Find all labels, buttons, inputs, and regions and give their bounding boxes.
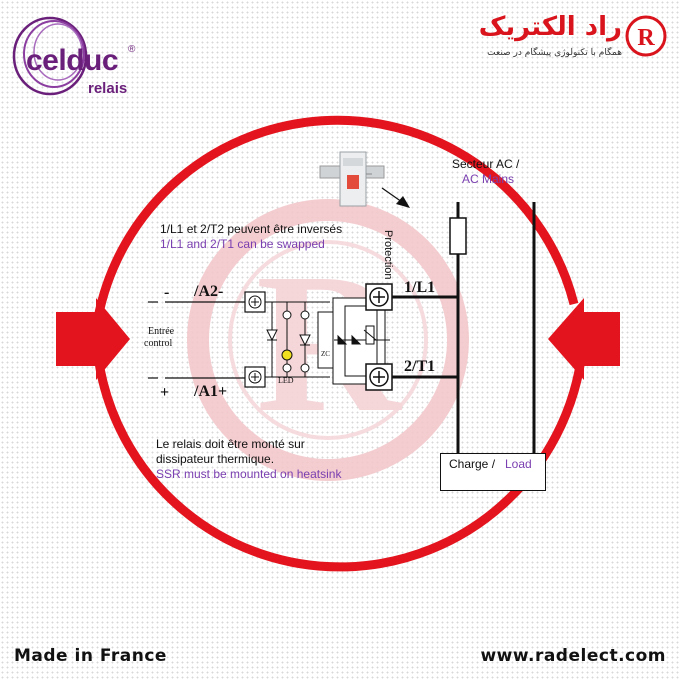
terminal-t1 <box>365 363 393 391</box>
swap-note-fr: 1/L1 et 2/T2 peuvent être inversés <box>160 222 343 236</box>
mains-label-fr: Secteur AC / <box>452 157 520 171</box>
celduc-wordmark: celduc <box>26 44 119 77</box>
terminal-a2-label: /A2- <box>194 283 224 300</box>
terminal-l1-label: 1/L1 <box>404 279 436 296</box>
load-label-fr: Charge / <box>449 457 496 471</box>
terminal-a1 <box>244 366 266 388</box>
terminal-t1-label: 2/T1 <box>404 358 436 375</box>
svg-text:R: R <box>637 25 655 51</box>
terminal-a2 <box>244 291 266 313</box>
load-label-en: Load <box>505 457 532 471</box>
rad-electric-logo: R راد الکتریک همگام با تکنولوژی پیشگام د… <box>479 10 672 62</box>
zc-label: ZC <box>321 350 330 358</box>
breaker-pointer-line <box>381 187 403 203</box>
protection-label: Protection <box>382 230 394 280</box>
mains-label-en: AC Mains <box>462 172 515 186</box>
footer-made-in-france: Made in France <box>14 646 167 666</box>
celduc-logo: celduc ® relais <box>10 14 140 98</box>
terminal-a2-sign: - <box>164 284 170 301</box>
terminal-a1-label: /A1+ <box>194 383 228 400</box>
rad-r-emblem-icon: R <box>625 15 667 57</box>
led-label: LED <box>278 376 294 385</box>
load-box: Charge / Load <box>440 453 546 491</box>
rad-electric-slogan: همگام با تکنولوژی پیشگام در صنعت <box>487 48 622 58</box>
breaker-pointer-head <box>396 196 410 208</box>
heatsink-note-fr-2: dissipateur thermique. <box>156 452 275 466</box>
celduc-subtitle: relais <box>88 80 128 97</box>
right-arrow-head-shape <box>548 298 620 380</box>
terminal-a1-sign: + <box>160 384 170 401</box>
heatsink-note-en: SSR must be mounted on heatsink <box>156 467 342 481</box>
rad-electric-title: راد الکتریک <box>478 12 622 42</box>
led-indicator-icon <box>281 349 293 361</box>
fuse-symbol <box>449 217 467 255</box>
circuit-breaker-icon <box>319 151 385 207</box>
swap-note-en: 1/L1 and 2/T1 can be swapped <box>160 237 325 251</box>
control-input-label-1: Entrée <box>148 326 175 337</box>
control-input-label-2: control <box>144 338 173 349</box>
terminal-l1 <box>365 283 393 311</box>
heatsink-note-fr-1: Le relais doit être monté sur <box>156 437 305 451</box>
control-circuit <box>265 301 330 378</box>
celduc-swirl-icon <box>12 16 88 96</box>
footer-website: www.radelect.com <box>480 646 666 666</box>
celduc-registered-mark: ® <box>128 44 136 55</box>
red-ring-arrows <box>56 115 620 572</box>
left-arrow-head-shape <box>56 298 130 380</box>
